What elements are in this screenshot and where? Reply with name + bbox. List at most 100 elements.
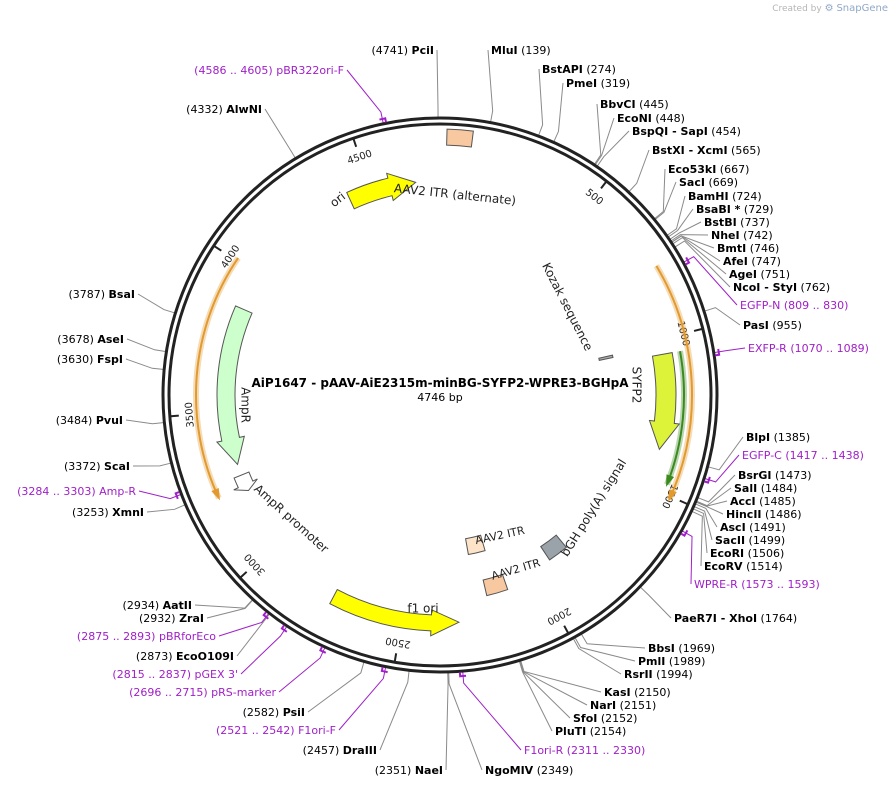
site-name-hincii: HincII: [726, 508, 762, 521]
site-name-saci: SacI: [679, 176, 705, 189]
site-bamhi: BamHI (724): [688, 190, 762, 203]
primer-label-wpre-r: WPRE-R: [694, 578, 741, 591]
site-zrai: (2932) ZraI: [139, 612, 204, 625]
feature-ampr-promoter: [233, 471, 258, 492]
site-pos-bsrgi: (1473): [771, 469, 811, 482]
site-pos-asci: (1491): [746, 521, 786, 534]
site-leader-pasi: [704, 307, 741, 326]
site-pmli: PmlI (1989): [638, 655, 705, 668]
site-pvui: (3484) PvuI: [56, 414, 123, 427]
primer-pos-egfp-c: (1417 .. 1438): [785, 449, 864, 462]
site-leader-blpi: [708, 436, 744, 471]
tick-label-2000: 2000: [545, 605, 573, 627]
site-bsrgi: BsrGI (1473): [738, 469, 812, 482]
primer-mark-amp-r: [174, 490, 180, 500]
site-name-asei: AseI: [97, 333, 124, 346]
site-leader-ngomiv: [448, 672, 483, 771]
site-bbvci: BbvCI (445): [600, 98, 669, 111]
primer-mark-pgex-3: [280, 624, 288, 633]
site-pos-blpi: (1385): [770, 431, 810, 444]
feature-label-syfp2: SYFP2: [630, 367, 644, 404]
site-name-draiii: DraIII: [343, 744, 377, 757]
site-pos-mlui: (139): [518, 44, 551, 57]
site-scai: (3372) ScaI: [64, 460, 130, 473]
site-bspqi-sapi: BspQI - SapI (454): [632, 125, 741, 138]
primer-pos-egfp-n: (809 .. 830): [784, 299, 849, 312]
site-name-pmli: PmlI: [638, 655, 665, 668]
site-name-bbsi: BbsI: [648, 642, 675, 655]
site-sfoi: SfoI (2152): [573, 712, 637, 725]
site-name-bbvci: BbvCI: [600, 98, 636, 111]
site-eco53ki: Eco53kI (667): [668, 163, 749, 176]
site-pos-saci: (669): [705, 176, 738, 189]
primer-pos-f1ori-r: (2311 .. 2330): [567, 744, 646, 757]
site-draiii: (2457) DraIII: [303, 744, 377, 757]
site-afei: AfeI (747): [723, 255, 781, 268]
orange-line-right: [655, 265, 693, 501]
primer-mark-pbrforeco: [262, 611, 269, 620]
site-name-paer7i-xhoi: PaeR7I - XhoI: [674, 612, 757, 625]
primer-pos-prs-marker: (2696 .. 2715): [129, 686, 211, 699]
site-pos-sali: (1484): [757, 482, 797, 495]
site-name-bsrgi: BsrGI: [738, 469, 771, 482]
site-pluti: PluTI (2154): [555, 725, 626, 738]
site-name-agei: AgeI: [729, 268, 757, 281]
primer-prs-marker: (2696 .. 2715) pRS-marker: [129, 686, 276, 699]
site-pos-bsai: (3787): [68, 288, 108, 301]
site-leader-fspi: [125, 358, 164, 370]
primer-pos-wpre-r: (1573 .. 1593): [741, 578, 820, 591]
green-line-right: [666, 350, 685, 485]
site-name-blpi: BlpI: [746, 431, 770, 444]
site-name-ecorv: EcoRV: [704, 560, 743, 573]
site-leader-scai: [132, 462, 171, 467]
primer-leader-prs-marker: [278, 647, 326, 693]
site-leader-aatii: [194, 599, 253, 609]
tick-label-4500: 4500: [346, 148, 374, 167]
primer-label-pbr322ori-f: pBR322ori-F: [276, 64, 344, 77]
site-name-fspi: FspI: [97, 353, 123, 366]
primer-mark-pbr322ori-f: [379, 117, 387, 123]
site-leader-paer7i-xhoi: [640, 587, 672, 619]
site-pos-ngomiv: (2349): [533, 764, 573, 777]
orange-line-right-arrowhead: [668, 489, 677, 503]
site-ngomiv: NgoMIV (2349): [485, 764, 573, 777]
feature-label-aav2-itr-inner: AAV2 ITR: [474, 524, 526, 547]
site-pos-sacii: (1499): [745, 534, 785, 547]
site-name-mlui: MluI: [491, 44, 518, 57]
primer-leader-pbr322ori-f: [346, 69, 384, 123]
site-leader-alwni: [264, 108, 296, 158]
orange-line-left-arrowhead: [211, 487, 220, 501]
site-leader-ecori: [693, 508, 708, 554]
site-ecori: EcoRI (1506): [710, 547, 784, 560]
site-name-sacii: SacII: [715, 534, 745, 547]
primer-leader-pgex-3: [240, 626, 287, 675]
site-ecorv: EcoRV (1514): [704, 560, 783, 573]
site-leader-bsrgi: [698, 474, 736, 503]
primer-mark-f1ori-r: [458, 672, 467, 678]
tick-3500: [170, 414, 179, 418]
site-pos-ecori: (1506): [744, 547, 784, 560]
site-name-bstxi-xcmi: BstXI - XcmI: [652, 144, 728, 157]
site-leader-asei: [126, 338, 166, 353]
site-leader-pluti: [518, 661, 553, 732]
site-leader-bbvci: [594, 103, 602, 165]
feature-label-ori: ori: [327, 189, 348, 210]
feature-label-aav2-itr-outer: AAV2 ITR: [490, 556, 542, 582]
site-pos-pcii: (4741): [371, 44, 411, 57]
tick-label-2500: 2500: [385, 634, 412, 649]
site-pos-fspi: (3630): [57, 353, 97, 366]
feature-syfp2: [648, 352, 681, 451]
site-pos-naei: (2351): [375, 764, 415, 777]
feature-label-ampr-promoter: AmpR promoter: [251, 482, 331, 556]
site-name-ecori: EcoRI: [710, 547, 744, 560]
site-leader-nhei: [671, 234, 709, 242]
site-name-bstapi: BstAPI: [542, 63, 583, 76]
orf-lines: [193, 256, 695, 503]
site-name-bspqi-sapi: BspQI - SapI: [632, 125, 708, 138]
site-leader-rsrii: [573, 638, 622, 675]
site-pos-bmti: (746): [746, 242, 779, 255]
site-leader-bamhi: [667, 195, 686, 236]
site-asci: AscI (1491): [720, 521, 786, 534]
